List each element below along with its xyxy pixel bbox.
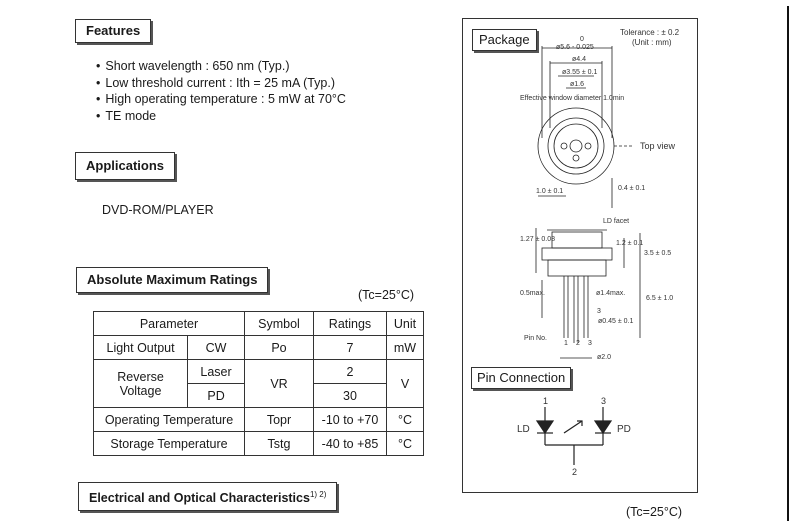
electrical-condition: (Tc=25°C)	[626, 505, 683, 519]
table-row: Operating Temperature Topr -10 to +70 °C	[93, 407, 424, 432]
pin2-label: 2	[572, 467, 578, 477]
applications-heading: Applications	[75, 152, 176, 180]
pin-connection-diagram	[535, 407, 613, 465]
features-heading: Features	[75, 19, 152, 43]
dim-20: ø2.0	[597, 354, 612, 361]
table-row: Light Output CW Po 7 mW	[92, 335, 424, 360]
dim-65: 6.5 ± 1.0	[646, 295, 674, 302]
dim-355: ø3.55 ± 0.1	[562, 69, 598, 76]
header-symbol: Symbol	[244, 311, 314, 336]
cell-param: Storage Temperature	[93, 431, 245, 456]
cell-param: Light Output	[92, 335, 189, 360]
feature-item: Low threshold current : Ith = 25 mA (Typ…	[96, 75, 346, 92]
dim-outer-top: 0	[580, 36, 584, 43]
header-parameter: Parameter	[93, 311, 245, 336]
cell-rating: 2	[313, 359, 387, 384]
ratings-heading: Absolute Maximum Ratings	[76, 267, 269, 293]
cell-unit: °C	[386, 407, 424, 432]
cell-symbol: VR	[244, 359, 314, 408]
pin-label-3: 3	[588, 340, 592, 347]
feature-item: TE mode	[96, 108, 346, 125]
pin-label-2: 2	[576, 340, 580, 347]
cell-sub: Laser	[187, 359, 245, 384]
cell-rating: 30	[313, 383, 387, 408]
feature-item: Short wavelength : 650 nm (Typ.)	[96, 58, 346, 75]
page-edge-bar	[787, 6, 789, 521]
top-view-label: Top view	[640, 141, 676, 151]
pin3-label: 3	[601, 396, 607, 406]
dim-045: ø0.45 ± 0.1	[598, 318, 634, 325]
dim-127: 1.27 ± 0.08	[520, 236, 555, 243]
cell-symbol: Tstg	[244, 431, 314, 456]
cell-unit: V	[386, 359, 424, 408]
table-row: Storage Temperature Tstg -40 to +85 °C	[93, 431, 424, 456]
electrical-heading: Electrical and Optical Characteristics1)…	[78, 482, 338, 512]
cell-symbol: Po	[244, 335, 314, 360]
cell-rating: 7	[313, 335, 387, 360]
applications-text: DVD-ROM/PLAYER	[102, 203, 214, 217]
cell-sub: CW	[187, 335, 245, 360]
dim-3: 3	[597, 308, 601, 315]
dim-05max: 0.5max.	[520, 290, 545, 297]
ratings-condition: (Tc=25°C)	[358, 288, 415, 302]
dim-14max: ø1.4max.	[596, 290, 626, 297]
package-heading: Package	[472, 29, 537, 51]
header-ratings: Ratings	[313, 311, 387, 336]
cell-rating: -40 to +85	[313, 431, 387, 456]
feature-item: High operating temperature : 5 mW at 70°…	[96, 91, 346, 108]
cell-unit: °C	[386, 431, 424, 456]
table-header-row: Parameter Symbol Ratings Unit	[93, 311, 424, 336]
dim-35: 3.5 ± 0.5	[644, 250, 672, 257]
package-tolerance: Tolerance : ± 0.2	[620, 28, 680, 37]
dim-12: 1.2 ± 0.1	[616, 240, 644, 247]
pin-no-label: Pin No.	[524, 335, 547, 342]
window-label: Effective window diameter 1.0min	[520, 95, 625, 102]
dim-16: ø1.6	[570, 81, 585, 88]
dim-04: 0.4 ± 0.1	[618, 185, 646, 192]
pin-connection-heading: Pin Connection	[471, 367, 572, 389]
cell-sub: PD	[187, 383, 245, 408]
table-row: PD 30	[94, 383, 424, 408]
package-frame	[462, 18, 698, 493]
header-unit: Unit	[386, 311, 424, 336]
cell-unit: mW	[386, 335, 424, 360]
cell-rating: -10 to +70	[313, 407, 387, 432]
pin-label-1: 1	[564, 340, 568, 347]
pd-label: PD	[617, 424, 631, 435]
package-drawing	[535, 46, 641, 359]
ratings-table: Parameter Symbol Ratings Unit Light Outp…	[92, 311, 424, 456]
dim-outer: ø5.6 - 0.025	[556, 44, 594, 51]
dim-10: 1.0 ± 0.1	[536, 188, 564, 195]
ld-facet: LD facet	[603, 218, 630, 225]
cell-symbol: Topr	[244, 407, 314, 432]
package-unit: (Unit : mm)	[632, 38, 672, 47]
features-list: Short wavelength : 650 nm (Typ.) Low thr…	[96, 58, 346, 124]
cell-param: Operating Temperature	[93, 407, 245, 432]
ld-label: LD	[517, 424, 530, 435]
dim-44: ø4.4	[572, 56, 587, 63]
pin1-label: 1	[543, 396, 549, 406]
